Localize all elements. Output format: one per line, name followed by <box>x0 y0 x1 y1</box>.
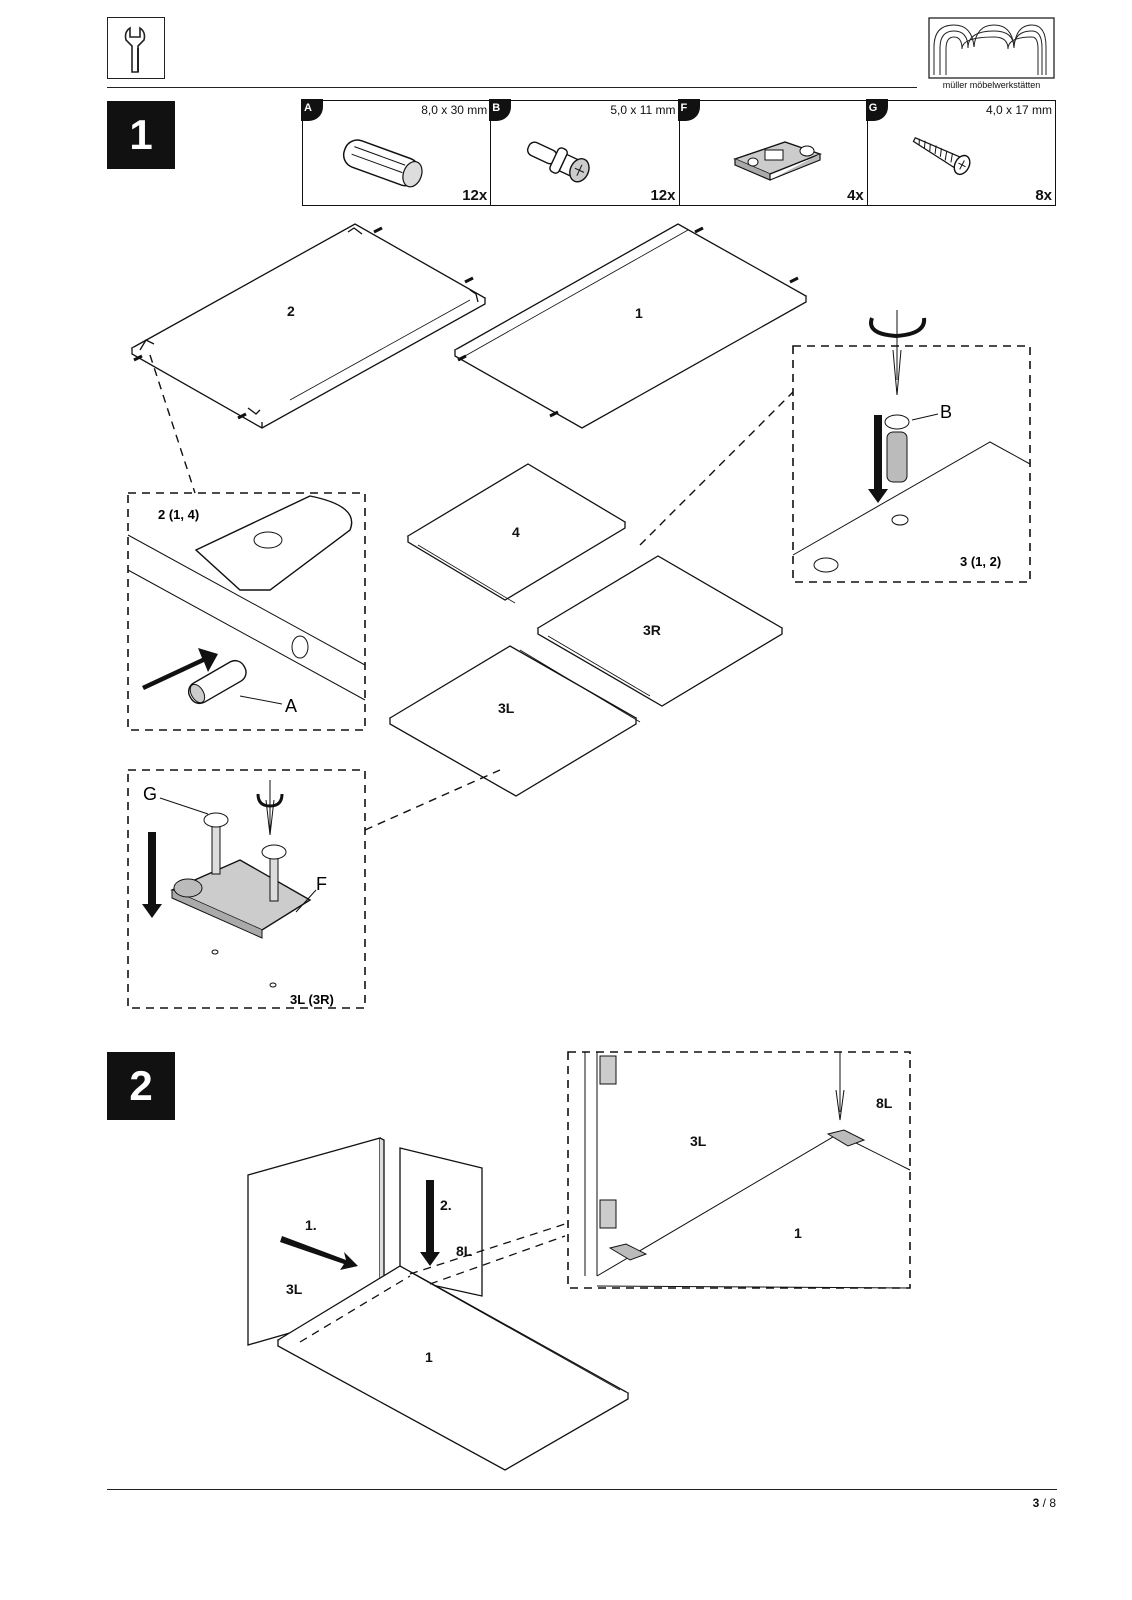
dowel-icon <box>342 139 423 188</box>
step1-assembly-drawing: 2 1 4 3R 3L 2 (1, 4) A B 3 (1 <box>127 223 1031 1009</box>
footer-rule <box>107 1489 1057 1490</box>
part-letter: G <box>865 99 888 121</box>
part-dimension: 8,0 x 30 mm <box>421 103 488 117</box>
header-rule <box>107 87 917 88</box>
step2-assembly-drawing: 1. 2. 3L 8L 1 3L 8L 1 <box>247 1051 911 1471</box>
part-quantity: 8x <box>1035 187 1052 204</box>
detail-cam-box: B 3 (1, 2) <box>639 310 1031 583</box>
part-letter-label: G <box>143 784 157 804</box>
panel-2 <box>130 223 487 429</box>
panel-label: 3R <box>643 622 661 638</box>
panel-label: 8L <box>876 1095 893 1111</box>
panel-label: 3L <box>286 1281 303 1297</box>
part-dimension: 5,0 x 11 mm <box>610 103 676 117</box>
detail-label: 3L (3R) <box>290 992 334 1007</box>
part-dimension: 4,0 x 17 mm <box>985 103 1052 117</box>
step2-detail-box: 3L 8L 1 <box>567 1051 911 1289</box>
step-arrow-label: 1. <box>305 1217 317 1233</box>
page-total: 8 <box>1049 1496 1056 1510</box>
part-letter: F <box>677 99 700 121</box>
detail-dowel-box: 2 (1, 4) A <box>127 354 366 731</box>
panel-label: 4 <box>512 524 520 540</box>
part-quantity: 4x <box>847 187 864 204</box>
part-quantity: 12x <box>650 187 676 204</box>
detail-label: 3 (1, 2) <box>960 554 1001 569</box>
parts-table: A 8,0 x 30 mm 12x B 5,0 x 11 mm 12x <box>301 99 1056 206</box>
panel-4 <box>406 463 627 604</box>
step-arrow-label: 2. <box>440 1197 452 1213</box>
panel-3r <box>536 555 784 707</box>
part-quantity: 12x <box>462 187 488 204</box>
step-number-badge: 2 <box>107 1052 175 1120</box>
part-letter-label: A <box>285 696 297 716</box>
panel-1 <box>453 223 808 429</box>
part-letter-label: F <box>316 874 327 894</box>
panel-8l <box>399 1147 483 1297</box>
panel-label: 1 <box>794 1225 802 1241</box>
part-cell-f: F 4x <box>677 99 868 205</box>
panel-label: 3L <box>690 1133 707 1149</box>
panel-label: 2 <box>287 303 295 319</box>
wrench-screwdriver-icon <box>107 17 165 79</box>
part-cell-g: G 4,0 x 17 mm 8x <box>865 99 1055 205</box>
panel-label: 1 <box>425 1349 433 1365</box>
cam-bolt-icon <box>527 141 590 183</box>
page-number: 3 / 8 <box>1032 1496 1056 1510</box>
step-number-badge: 1 <box>107 101 175 169</box>
part-letter: B <box>489 99 512 121</box>
detail-label: 2 (1, 4) <box>158 507 199 522</box>
page-current: 3 <box>1032 1496 1040 1510</box>
part-letter: A <box>301 99 323 121</box>
brand-name: müller möbelwerkstätten <box>942 80 1041 90</box>
screw-icon <box>912 137 971 176</box>
part-letter-label: B <box>940 402 952 422</box>
part-cell-b: B 5,0 x 11 mm 12x <box>489 99 680 205</box>
panel-3l <box>388 645 641 797</box>
detail-hinge-box: G F 3L (3R) <box>127 769 501 1009</box>
panel-label: 3L <box>498 700 515 716</box>
muller-logo-icon <box>928 17 1055 88</box>
part-cell-a: A 8,0 x 30 mm 12x <box>301 99 492 205</box>
hinge-plate-icon <box>732 141 822 181</box>
panel-label: 1 <box>635 305 643 321</box>
panel-label: 8L <box>456 1243 473 1259</box>
